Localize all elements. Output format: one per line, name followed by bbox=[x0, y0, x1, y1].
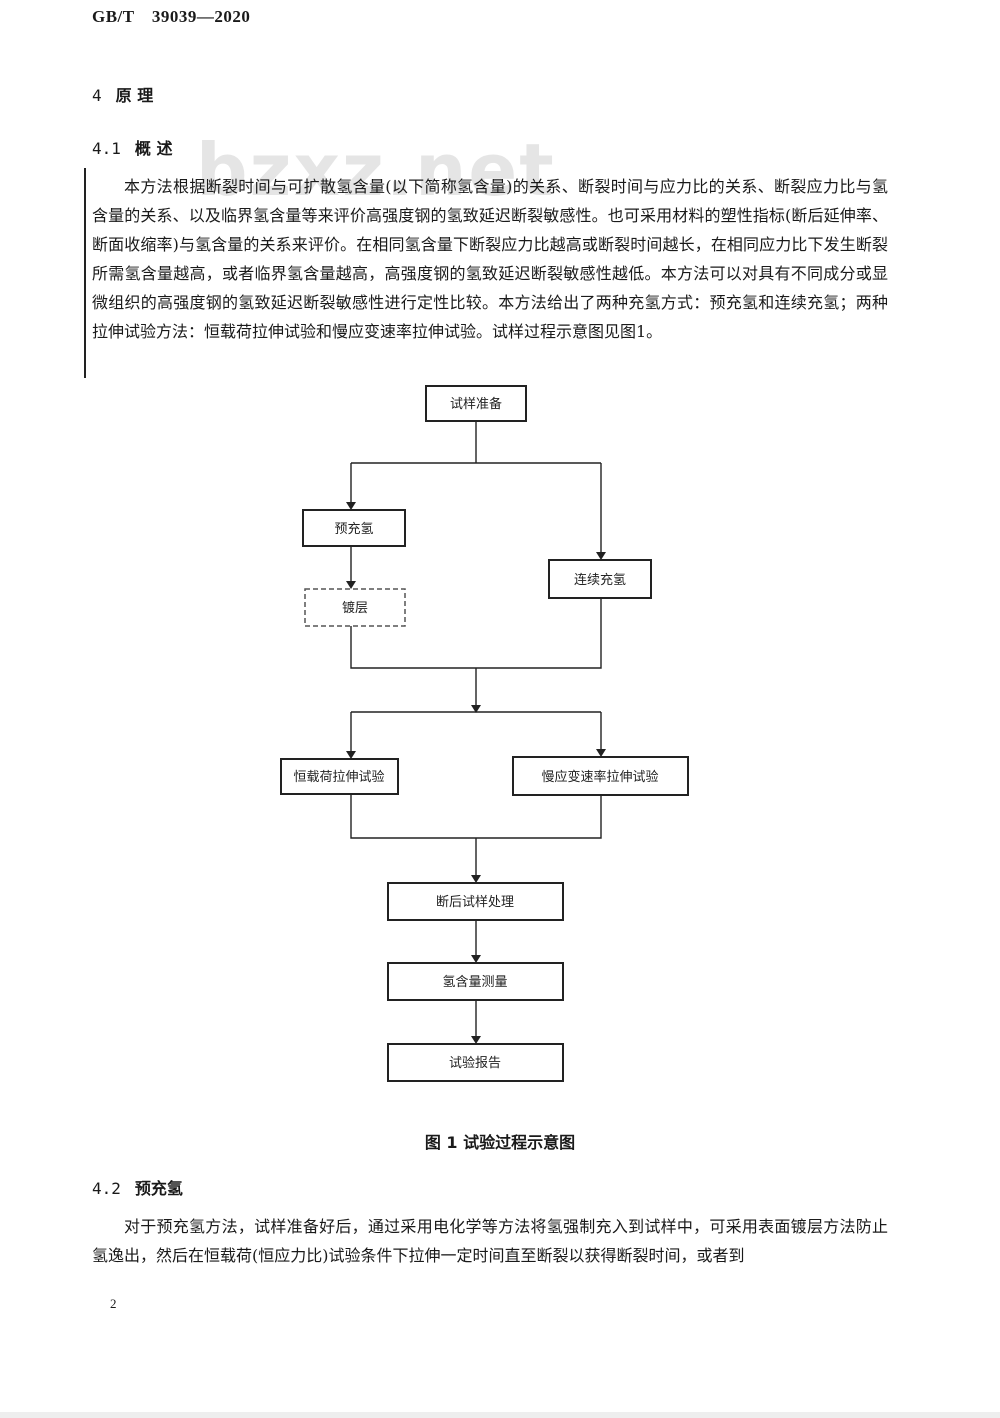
node-pre-charging: 预充氢 bbox=[302, 509, 406, 547]
node-slow-strain-rate-test: 慢应变速率拉伸试验 bbox=[512, 756, 689, 796]
section-4-2-paragraph: 对于预充氢方法，试样准备好后，通过采用电化学等方法将氢强制充入到试样中，可采用表… bbox=[92, 1217, 888, 1265]
page-bottom-edge bbox=[0, 1412, 1000, 1418]
node-label: 恒载荷拉伸试验 bbox=[293, 769, 384, 785]
connector-lines bbox=[350, 421, 602, 1037]
node-label: 氢含量测量 bbox=[442, 974, 507, 990]
node-post-fracture-processing: 断后试样处理 bbox=[387, 882, 564, 921]
node-label: 断后试样处理 bbox=[436, 895, 514, 910]
node-label: 预充氢 bbox=[334, 521, 373, 537]
node-label: 试样准备 bbox=[450, 396, 502, 412]
page-number: 2 bbox=[110, 1296, 117, 1311]
section-title: 概 述 bbox=[134, 139, 173, 158]
section-4-heading: 4 原 理 bbox=[92, 82, 153, 106]
section-number: 4.1 bbox=[92, 139, 121, 158]
margin-change-bar bbox=[84, 168, 86, 378]
figure-caption: 图 1 试验过程示意图 bbox=[424, 1133, 576, 1152]
node-test-report: 试验报告 bbox=[387, 1043, 564, 1082]
node-hydrogen-measurement: 氢含量测量 bbox=[387, 962, 564, 1001]
standard-code: GB/T 39039—2020 bbox=[92, 7, 251, 26]
node-label: 连续充氢 bbox=[574, 572, 626, 588]
node-label: 镀层 bbox=[342, 600, 368, 616]
section-4-1-paragraph: 本方法根据断裂时间与可扩散氢含量(以下简称氢含量)的关系、断裂时间与应力比的关系… bbox=[92, 177, 888, 341]
section-number: 4.2 bbox=[92, 1179, 121, 1198]
node-constant-load-test: 恒载荷拉伸试验 bbox=[280, 758, 399, 795]
node-specimen-prep: 试样准备 bbox=[425, 385, 527, 422]
section-4-1-heading: 4.1 概 述 bbox=[92, 135, 172, 159]
node-continuous-charging: 连续充氢 bbox=[548, 559, 652, 599]
arrowheads bbox=[346, 502, 606, 1044]
watermark: bzxz.net bbox=[196, 128, 556, 212]
node-coating: 镀层 bbox=[304, 588, 406, 627]
section-title: 原 理 bbox=[115, 86, 154, 105]
node-label: 慢应变速率拉伸试验 bbox=[541, 769, 658, 785]
node-label: 试验报告 bbox=[449, 1055, 501, 1071]
section-number: 4 bbox=[92, 86, 102, 105]
section-title: 预充氢 bbox=[134, 1179, 183, 1198]
section-4-2-heading: 4.2 预充氢 bbox=[92, 1175, 183, 1199]
